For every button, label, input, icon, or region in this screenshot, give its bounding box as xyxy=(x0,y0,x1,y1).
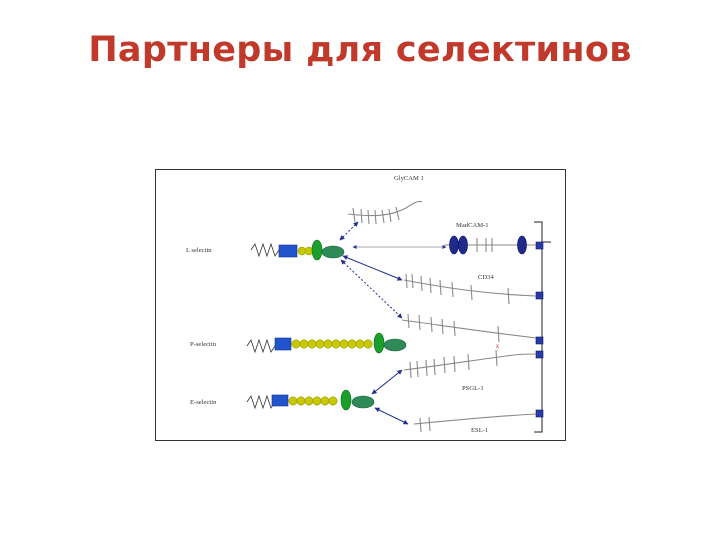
slide-title: Партнеры для селектинов xyxy=(88,30,632,70)
madcam-1-label: MadCAM-1 xyxy=(456,222,489,229)
psgl-1-ligand xyxy=(403,349,537,379)
cd34-ligand xyxy=(403,273,537,305)
l-selectin-molecule xyxy=(250,239,345,261)
p-selectin-molecule xyxy=(246,332,407,354)
l-selectin-egf-box xyxy=(278,244,298,258)
l-selectin-lectin-domain xyxy=(311,239,323,261)
esl-1-ligand xyxy=(413,413,537,433)
esl-1-label: ESL-1 xyxy=(471,427,488,434)
selectin-ligand-diagram: L selectin P-selectin xyxy=(155,169,566,441)
cd34-label: CD34 xyxy=(478,274,494,281)
cd34-chain-lower xyxy=(401,313,537,343)
membrane-anchors xyxy=(535,241,544,418)
arrow-l-cd34-lower xyxy=(340,259,403,319)
sulfation-mark: x xyxy=(496,344,499,350)
e-selectin-label: E-selectin xyxy=(190,399,217,406)
e-selectin-molecule xyxy=(246,389,375,411)
arrow-l-glycam xyxy=(339,221,359,241)
l-selectin-label: L selectin xyxy=(186,247,212,254)
arrow-e-psgl xyxy=(371,369,403,395)
p-selectin-cr-domains xyxy=(291,339,373,349)
glycam-1-label: GlyCAM 1 xyxy=(394,175,424,182)
psgl-1-label: PSGL-1 xyxy=(462,385,484,392)
p-selectin-label: P-selectin xyxy=(190,341,217,348)
e-selectin-cr-domains xyxy=(288,396,338,406)
cell-membrane xyxy=(534,221,551,433)
arrow-e-esl xyxy=(374,407,409,425)
diagram-canvas: L selectin P-selectin xyxy=(186,175,551,434)
glycam-1-ligand xyxy=(347,200,423,225)
binding-arrows xyxy=(339,221,447,425)
madcam-1-ligand xyxy=(444,235,536,255)
arrow-l-cd34 xyxy=(342,255,403,281)
